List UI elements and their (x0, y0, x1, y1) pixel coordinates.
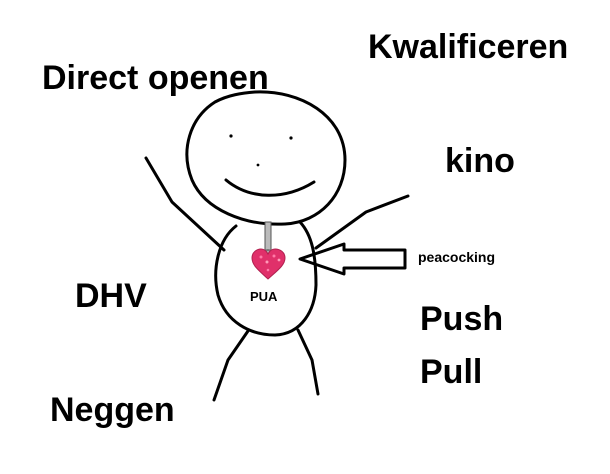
nose (256, 163, 260, 167)
head (185, 90, 347, 226)
left-eye (229, 134, 233, 138)
label-kino: kino (445, 142, 515, 180)
left-arm (144, 156, 226, 252)
right-arm (314, 194, 410, 250)
right-leg (296, 328, 320, 396)
smile (224, 178, 316, 197)
label-dhv: DHV (75, 277, 147, 315)
label-pua: PUA (250, 289, 278, 304)
arrow-shape (298, 242, 407, 276)
label-pull: Pull (420, 353, 483, 391)
label-neggen: Neggen (50, 391, 175, 429)
left-leg (212, 329, 250, 402)
label-kwalificeren: Kwalificeren (368, 28, 569, 66)
heart-pendant-icon (251, 221, 286, 280)
label-direct-openen: Direct openen (42, 59, 269, 97)
label-push: Push (420, 300, 504, 338)
torso (214, 220, 318, 337)
right-eye (289, 136, 293, 140)
label-peacocking: peacocking (418, 249, 496, 265)
